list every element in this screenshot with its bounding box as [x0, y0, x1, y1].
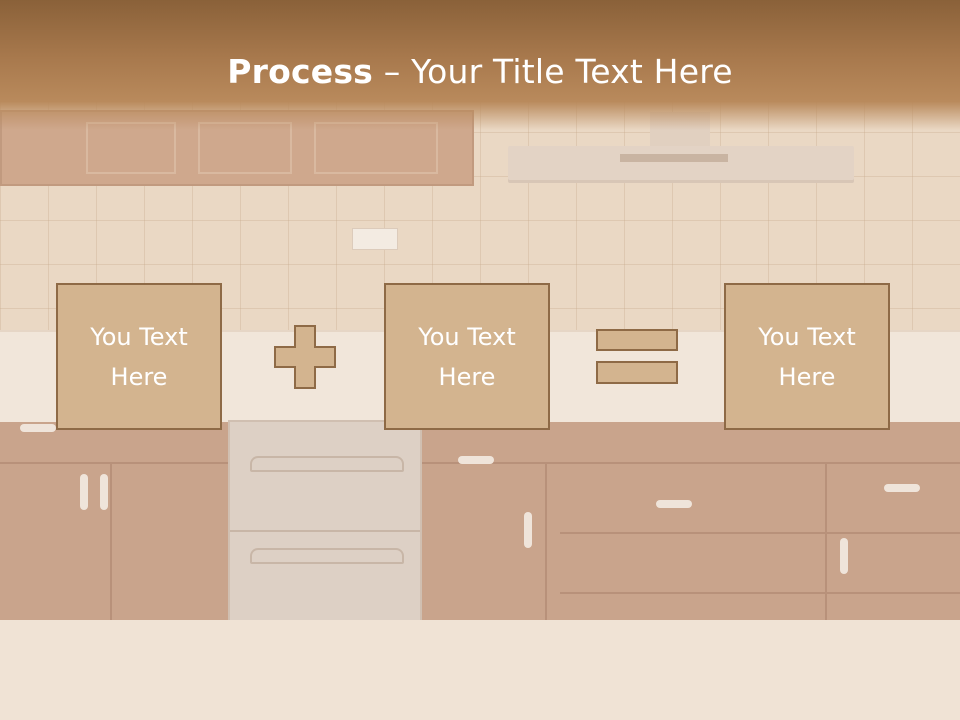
drawer-line [420, 462, 960, 464]
range-hood [508, 146, 854, 180]
cabinet-divider [110, 462, 112, 622]
drawer-line [560, 532, 960, 534]
lower-cabinets [0, 422, 960, 636]
cabinet-knob [524, 512, 532, 548]
process-step-1-text: You Text Here [90, 322, 188, 391]
cabinet-knob [80, 474, 88, 510]
floor [0, 620, 960, 720]
dishwasher-handle [250, 548, 404, 564]
cabinet-knob [100, 474, 108, 510]
cabinet-divider [545, 462, 547, 622]
cabinet-knob [840, 538, 848, 574]
dishwasher-split [230, 530, 420, 532]
drawer-line [560, 592, 960, 594]
process-step-3[interactable]: You Text Here [724, 283, 890, 430]
cabinet-divider [825, 462, 827, 622]
equals-icon [596, 329, 678, 385]
cabinet-knob [20, 424, 56, 432]
process-step-2-text: You Text Here [418, 322, 516, 391]
title-banner [0, 0, 960, 130]
process-step-3-text: You Text Here [758, 322, 856, 391]
cabinet-knob [884, 484, 920, 492]
title-bold-part: Process [227, 52, 374, 91]
cabinet-knob [656, 500, 692, 508]
wall-outlet [352, 228, 398, 250]
plus-icon [274, 325, 336, 389]
drawer-line [0, 462, 228, 464]
dishwasher [228, 420, 422, 646]
process-step-2[interactable]: You Text Here [384, 283, 550, 430]
title-rest-part: – Your Title Text Here [373, 52, 733, 91]
process-step-1[interactable]: You Text Here [56, 283, 222, 430]
dishwasher-handle [250, 456, 404, 472]
range-hood-vent [620, 154, 728, 162]
cabinet-knob [458, 456, 494, 464]
slide-title[interactable]: Process – Your Title Text Here [0, 52, 960, 91]
